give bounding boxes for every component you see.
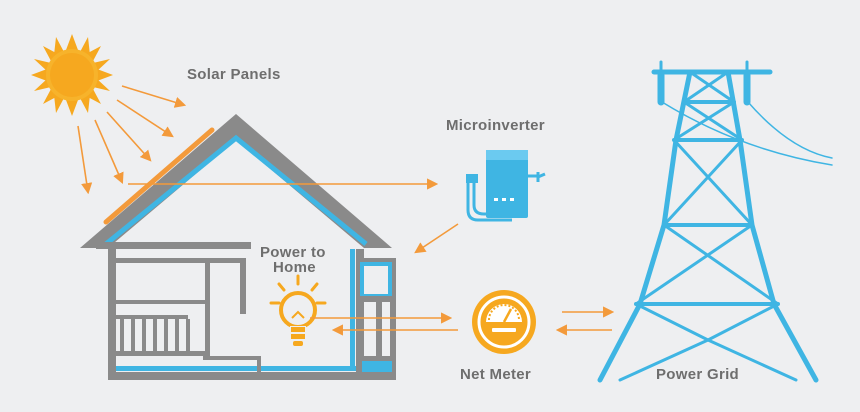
house-illustration bbox=[80, 114, 396, 380]
power-grid-label: Power Grid bbox=[656, 366, 740, 383]
microinverter-label: Microinverter bbox=[446, 117, 545, 134]
net-meter-icon bbox=[472, 290, 536, 354]
power-to-home-label-line2: Home bbox=[273, 259, 316, 276]
sun-icon bbox=[31, 34, 113, 116]
power-tower-icon bbox=[597, 60, 833, 383]
net-meter-label: Net Meter bbox=[460, 366, 532, 383]
microinverter-icon bbox=[466, 150, 546, 222]
microinverter-to-house-arrow bbox=[414, 223, 459, 254]
lightbulb-icon bbox=[269, 274, 327, 346]
solar-panels-label: Solar Panels bbox=[187, 66, 281, 83]
sun-ray-arrows bbox=[77, 85, 187, 195]
solar-panel-icon bbox=[103, 127, 215, 225]
power-to-home-label-line1: Power to bbox=[260, 244, 326, 261]
